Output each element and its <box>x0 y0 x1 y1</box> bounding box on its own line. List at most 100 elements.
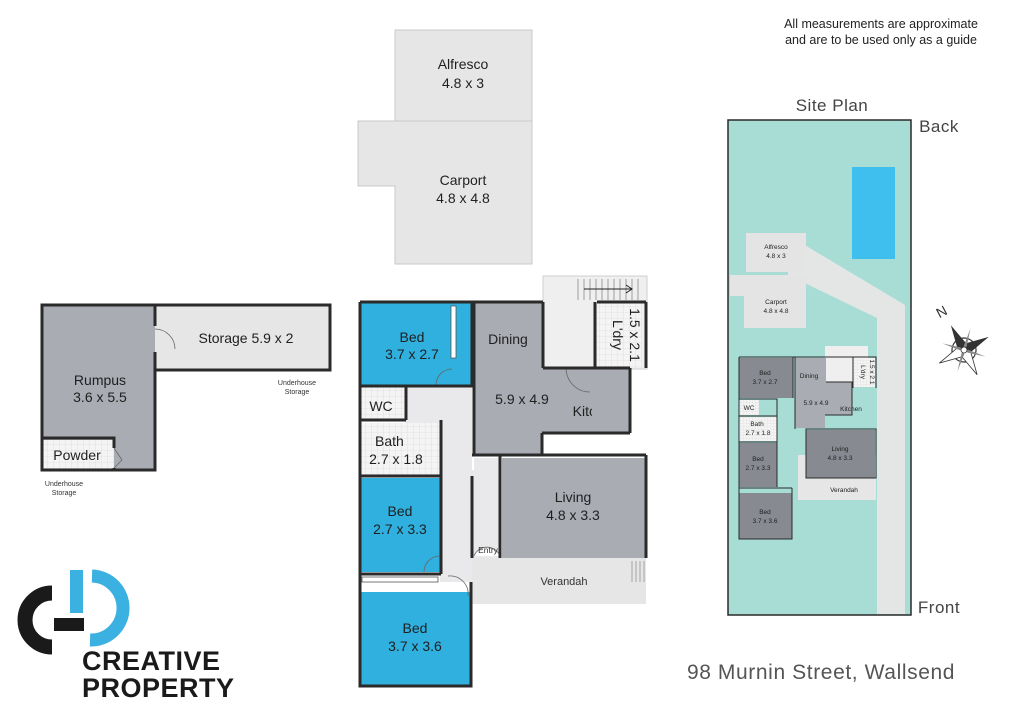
brand-line-1: CREATIVE <box>82 646 221 676</box>
disclaimer-line-2: and are to be used only as a guide <box>785 33 977 47</box>
bath-label: Bath <box>375 433 404 449</box>
storage-door-swing <box>154 328 176 350</box>
site-bath-size: 2.7 x 1.8 <box>746 430 771 437</box>
rumpus-size: 3.6 x 5.5 <box>73 389 127 405</box>
site-wc-label: WC <box>744 405 755 412</box>
kitchen-size: 5.9 x 4.9 <box>495 391 549 407</box>
wc-label: WC <box>369 398 392 414</box>
site-kitchen-size: 5.9 x 4.9 <box>804 400 829 407</box>
site-bed-3 <box>739 493 792 539</box>
living-opening <box>474 458 500 470</box>
disclaimer-line-1: All measurements are approximate <box>784 17 978 31</box>
site-bed-2-size: 2.7 x 3.3 <box>746 465 771 472</box>
bed-3-wardrobe <box>361 576 439 583</box>
site-verandah-label: Verandah <box>830 487 858 494</box>
powder-door-swing <box>113 447 123 469</box>
site-bed-2-label: Bed <box>752 456 764 463</box>
site-bed-3-size: 3.7 x 3.6 <box>753 518 778 525</box>
dining-kitchen-room <box>474 303 592 455</box>
laundry-label: L'dry <box>610 320 626 350</box>
verandah-area <box>472 558 646 604</box>
kitchen-bench <box>592 368 630 433</box>
bath-room <box>360 423 440 475</box>
site-driveway <box>788 235 905 614</box>
underhouse-walls <box>40 303 332 472</box>
rumpus-label: Rumpus <box>74 372 126 388</box>
compass-rose-icon <box>939 325 989 375</box>
back-stairs <box>577 279 639 300</box>
carport-area: Carport 4.8 x 4.8 <box>357 120 533 265</box>
bed-3-size: 3.7 x 3.6 <box>388 638 442 654</box>
entry-label: Entry <box>478 545 499 555</box>
logo-mark-icon <box>17 569 130 655</box>
carport-size: 4.8 x 4.8 <box>436 190 490 206</box>
site-plan-title: Site Plan <box>796 96 869 115</box>
alfresco-label: Alfresco <box>438 56 489 72</box>
powder-note-line-2: Storage <box>52 490 77 497</box>
bed-1-door-swing <box>435 368 453 386</box>
storage-note-line-1: Underhouse <box>278 380 316 387</box>
wc-room <box>360 387 406 419</box>
site-pool <box>852 167 895 259</box>
site-carport-label: Carport <box>765 299 787 306</box>
brand-line-2: PROPERTY <box>82 673 235 703</box>
site-living-label: Living <box>832 446 849 453</box>
alfresco-size: 4.8 x 3 <box>442 75 484 91</box>
site-alfresco-label: Alfresco <box>764 244 788 251</box>
site-alfresco-size: 4.8 x 3 <box>766 253 786 260</box>
laundry-size: 1.5 x 2.1 <box>627 308 643 362</box>
site-laundry <box>853 358 875 387</box>
compass-north-letter: N <box>933 302 949 321</box>
bed-2-door-swing <box>423 555 441 573</box>
site-living-size: 4.8 x 3.3 <box>828 455 853 462</box>
site-front-label: Front <box>918 598 960 617</box>
verandah-steps <box>631 561 645 582</box>
powder-room <box>42 440 114 470</box>
bath-size: 2.7 x 1.8 <box>369 451 423 467</box>
living-size: 4.8 x 3.3 <box>546 507 600 523</box>
bed-1-size: 3.7 x 2.7 <box>385 346 439 362</box>
bed-2-label: Bed <box>388 503 413 519</box>
site-plan: Site Plan Back Front Alfresco 4.8 x 3 Ca… <box>727 96 960 617</box>
bed-3-door-swing <box>447 575 469 597</box>
living-label: Living <box>555 489 592 505</box>
site-bath <box>739 417 777 441</box>
carport-label: Carport <box>440 172 487 188</box>
creative-property-logo: CREATIVE PROPERTY <box>17 569 235 703</box>
bed-3-room <box>360 592 470 686</box>
site-kitchen <box>795 358 852 428</box>
site-kitchen-label: Kitchen <box>840 406 862 413</box>
bed-2-size: 2.7 x 3.3 <box>373 521 427 537</box>
site-house-walls <box>738 356 877 540</box>
site-dining-label: Dining <box>800 373 819 380</box>
verandah-label: Verandah <box>540 576 587 588</box>
site-back-label: Back <box>919 117 959 136</box>
dining-label: Dining <box>488 331 528 347</box>
site-bed-3-label: Bed <box>759 509 771 516</box>
living-room <box>502 458 646 558</box>
storage-room <box>155 306 330 370</box>
property-address: 98 Murnin Street, Wallsend <box>687 661 955 684</box>
site-bed-2 <box>739 443 777 487</box>
site-carport-size: 4.8 x 4.8 <box>764 308 789 315</box>
site-wc <box>739 400 759 415</box>
site-alfresco <box>746 233 806 272</box>
alfresco-area: Alfresco 4.8 x 3 <box>394 29 533 123</box>
site-bed-1 <box>739 358 793 398</box>
main-house-plan: Bed 3.7 x 2.7 Dining 5.9 x 4.9 Kitchen L… <box>358 275 648 688</box>
kitchen-door-swing <box>565 367 591 393</box>
underhouse-plan: Rumpus 3.6 x 5.5 Storage 5.9 x 2 Powder … <box>40 303 332 497</box>
entry-door-swing <box>473 546 501 557</box>
bed-2-room <box>360 478 440 572</box>
bed-1-label: Bed <box>400 329 425 345</box>
site-laundry-label: L'dry <box>859 365 866 380</box>
site-bath-label: Bath <box>750 421 764 428</box>
site-bed-1-label: Bed <box>759 370 771 377</box>
site-laundry-size: 1.5 x 2.1 <box>868 360 875 385</box>
storage-note-line-2: Storage <box>285 389 310 396</box>
bed-3-label: Bed <box>403 620 428 636</box>
site-bed-1-size: 3.7 x 2.7 <box>753 379 778 386</box>
storage-label: Storage 5.9 x 2 <box>199 330 294 346</box>
